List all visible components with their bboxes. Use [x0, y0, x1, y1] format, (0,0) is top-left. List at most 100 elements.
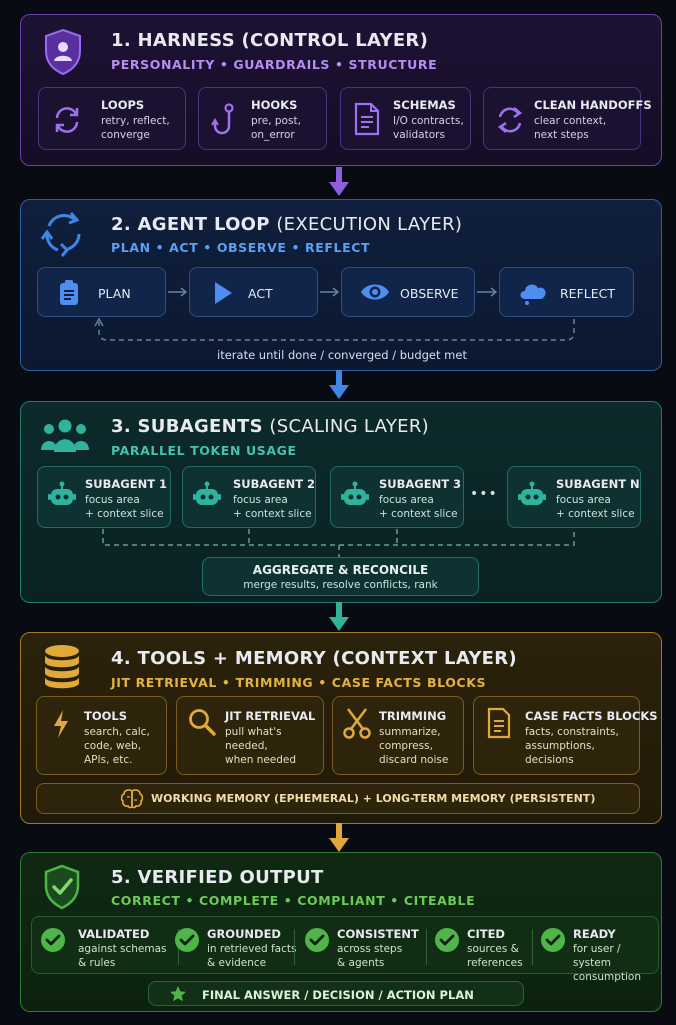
card-title: CASE FACTS BLOCKS: [525, 709, 658, 723]
card-clean-handoffs: CLEAN HANDOFFS clear context, next steps: [483, 87, 652, 150]
tools-memory-layer: 4. TOOLS + MEMORY (CONTEXT LAYER) JIT RE…: [20, 632, 662, 824]
check-title: VALIDATED: [78, 927, 150, 941]
memory-bar: WORKING MEMORY (EPHEMERAL) + LONG-TERM M…: [36, 783, 640, 814]
clipboard-icon: [60, 280, 78, 305]
subagent-card: SUBAGENT 2 focus area + context slice: [182, 466, 316, 528]
card-loops: LOOPS retry, reflect, converge: [38, 87, 186, 150]
layer-title: 5. VERIFIED OUTPUT: [111, 867, 324, 888]
card-desc: facts, constraints, assumptions, decisio…: [525, 726, 619, 766]
step-plan: PLAN: [37, 267, 166, 317]
subagent-title: SUBAGENT N: [556, 477, 640, 491]
layer-title-main: 2. AGENT LOOP: [111, 214, 270, 235]
card-desc: pull what's needed, when needed: [225, 726, 297, 766]
check-desc: in retrieved facts & evidence: [207, 943, 297, 969]
robot-icon: [341, 481, 369, 505]
refresh-icon: [55, 107, 79, 133]
aggregate-title: AGGREGATE & RECONCILE: [252, 563, 429, 577]
card-case-facts: CASE FACTS BLOCKS facts, constraints, as…: [473, 696, 658, 775]
check-desc: against schemas & rules: [78, 943, 167, 969]
final-output-bar: FINAL ANSWER / DECISION / ACTION PLAN: [148, 981, 524, 1006]
card-jit-retrieval: JIT RETRIEVAL pull what's needed, when n…: [176, 696, 324, 775]
layer-title: 2. AGENT LOOP (EXECUTION LAYER): [111, 214, 462, 235]
robot-icon: [518, 481, 546, 505]
step-label: OBSERVE: [400, 286, 459, 301]
subagent-card: SUBAGENT 3 focus area + context slice: [330, 466, 464, 528]
subagent-title: SUBAGENT 2: [233, 477, 316, 491]
check-circle-icon: [541, 928, 565, 952]
check-desc: across steps & agents: [337, 943, 403, 969]
eye-icon: [361, 284, 389, 300]
card-title: SCHEMAS: [393, 98, 456, 112]
check-desc: sources & references: [467, 943, 523, 969]
harness-layer: 1. HARNESS (CONTROL LAYER) PERSONALITY •…: [20, 14, 662, 166]
scissors-icon: [343, 708, 371, 739]
step-label: REFLECT: [560, 286, 615, 301]
check-cited: CITED sources & references: [434, 917, 534, 975]
card-tools: TOOLS search, calc, code, web, APIs, etc…: [36, 696, 167, 775]
team-icon: [41, 419, 89, 452]
subagent-desc: focus area + context slice: [85, 494, 164, 520]
card-desc: pre, post, on_error: [251, 115, 301, 141]
subagent-desc: focus area + context slice: [379, 494, 458, 520]
layer-title-sub: (SCALING LAYER): [269, 416, 429, 437]
card-title: LOOPS: [101, 98, 145, 112]
check-circle-icon: [435, 928, 459, 952]
card-trimming: TRIMMING summarize, compress, discard no…: [332, 696, 464, 775]
divider: [532, 929, 533, 965]
document-icon: [354, 102, 380, 136]
star-icon: [170, 986, 186, 1002]
check-ready: READY for user / system consumption: [540, 917, 658, 983]
subagent-title: SUBAGENT 3: [379, 477, 462, 491]
lightning-icon: [54, 710, 68, 738]
aggregate-desc: merge results, resolve conflicts, rank: [243, 579, 438, 591]
memory-bar-label: WORKING MEMORY (EPHEMERAL) + LONG-TERM M…: [151, 792, 596, 805]
cycle-icon: [40, 212, 81, 257]
final-output-label: FINAL ANSWER / DECISION / ACTION PLAN: [202, 988, 474, 1002]
check-consistent: CONSISTENT across steps & agents: [304, 917, 434, 975]
arrow-down-icon: [329, 602, 349, 631]
layer-subtitle: PARALLEL TOKEN USAGE: [111, 443, 297, 458]
database-icon: [45, 645, 79, 689]
layer-subtitle: JIT RETRIEVAL • TRIMMING • CASE FACTS BL…: [111, 675, 487, 690]
step-label: PLAN: [98, 286, 131, 301]
layer-subtitle: PERSONALITY • GUARDRAILS • STRUCTURE: [111, 57, 438, 72]
check-title: GROUNDED: [207, 927, 281, 941]
card-title: HOOKS: [251, 98, 298, 112]
subagent-title: SUBAGENT 1: [85, 477, 168, 491]
shield-user-icon: [45, 28, 81, 76]
subagent-card: SUBAGENT N focus area + context slice: [507, 466, 641, 528]
layer-subtitle: PLAN • ACT • OBSERVE • REFLECT: [111, 240, 371, 255]
check-title: READY: [573, 927, 616, 941]
robot-icon: [48, 481, 76, 505]
card-desc: summarize, compress, discard noise: [379, 726, 449, 766]
subagents-layer: 3. SUBAGENTS (SCALING LAYER) PARALLEL TO…: [20, 401, 662, 603]
play-icon: [215, 282, 232, 304]
layer-title: 3. SUBAGENTS (SCALING LAYER): [111, 416, 429, 437]
layer-title-sub: (EXECUTION LAYER): [276, 214, 463, 235]
card-title: CLEAN HANDOFFS: [534, 98, 652, 112]
card-title: TRIMMING: [379, 709, 447, 723]
step-observe: OBSERVE: [341, 267, 475, 317]
arrow-down-icon: [329, 167, 349, 196]
divider: [426, 929, 427, 965]
card-desc: search, calc, code, web, APIs, etc.: [84, 726, 150, 766]
check-title: CONSISTENT: [337, 927, 419, 941]
check-circle-icon: [175, 928, 199, 952]
arrow-down-icon: [329, 370, 349, 399]
ellipsis: •••: [470, 486, 498, 502]
check-grounded: GROUNDED in retrieved facts & evidence: [174, 917, 324, 975]
card-schemas: SCHEMAS I/O contracts, validators: [340, 87, 471, 150]
loop-caption: iterate until done / converged / budget …: [217, 348, 467, 362]
aggregate-box: AGGREGATE & RECONCILE merge results, res…: [202, 557, 479, 596]
layer-title: 4. TOOLS + MEMORY (CONTEXT LAYER): [111, 648, 517, 669]
magnifier-icon: [189, 709, 216, 736]
robot-icon: [193, 481, 221, 505]
step-act: ACT: [189, 267, 318, 317]
shield-check-icon: [44, 864, 80, 910]
swap-icon: [497, 107, 523, 133]
hook-icon: [211, 103, 234, 135]
subagent-desc: focus area + context slice: [233, 494, 312, 520]
loop-connectors: [94, 287, 575, 341]
layer-title-main: 3. SUBAGENTS: [111, 416, 263, 437]
card-desc: clear context, next steps: [534, 115, 607, 141]
